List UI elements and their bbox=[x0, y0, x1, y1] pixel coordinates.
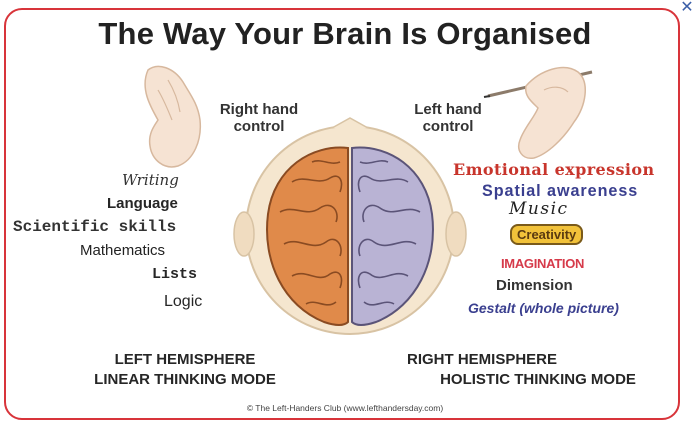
right-item-imagination: IMAGINATION bbox=[501, 256, 585, 271]
left-hemisphere-title: LEFT HEMISPHERE bbox=[114, 351, 256, 368]
right-hand-line2: control bbox=[233, 118, 285, 135]
left-item-lists: Lists bbox=[152, 266, 198, 283]
right-hand-line1: Right hand bbox=[219, 101, 299, 118]
left-hand-line2: control bbox=[422, 118, 474, 135]
right-hemisphere-title: RIGHT HEMISPHERE bbox=[407, 351, 558, 368]
close-icon[interactable]: ✕ bbox=[680, 0, 694, 16]
right-item-emotional-expression: Emotional expression bbox=[453, 160, 655, 179]
right-item-music: Music bbox=[509, 199, 569, 219]
left-hemisphere-mode: LINEAR THINKING MODE bbox=[94, 371, 276, 388]
left-item-mathematics: Mathematics bbox=[80, 242, 166, 259]
left-hand-control-label: Left hand control bbox=[392, 101, 504, 135]
right-hemisphere-caption: RIGHT HEMISPHERE HOLISTIC THINKING MODE bbox=[402, 350, 674, 390]
right-item-dimension: Dimension bbox=[496, 277, 573, 294]
left-item-logic: Logic bbox=[164, 293, 203, 310]
infographic-frame bbox=[4, 8, 680, 420]
left-item-writing: Writing bbox=[122, 171, 179, 189]
right-item-creativity: Creativity bbox=[510, 224, 584, 245]
left-item-language: Language bbox=[107, 195, 178, 212]
brain-illustration bbox=[233, 117, 467, 335]
left-hemisphere-caption: LEFT HEMISPHERE LINEAR THINKING MODE bbox=[60, 350, 310, 390]
left-hand-pen-illustration bbox=[483, 66, 593, 159]
right-hemisphere-mode: HOLISTIC THINKING MODE bbox=[440, 371, 636, 388]
right-item-gestalt: Gestalt (whole picture) bbox=[468, 300, 619, 316]
copyright-footer: © The Left-Handers Club (www.lefthanders… bbox=[246, 403, 444, 413]
page-title: The Way Your Brain Is Organised bbox=[98, 16, 592, 51]
right-hand-illustration bbox=[144, 65, 202, 168]
left-hand-line1: Left hand bbox=[414, 101, 482, 118]
right-item-spatial-awareness: Spatial awareness bbox=[482, 181, 639, 200]
left-item-scientific-skills: Scientific skills bbox=[13, 218, 177, 236]
right-hand-control-label: Right hand control bbox=[203, 101, 315, 135]
